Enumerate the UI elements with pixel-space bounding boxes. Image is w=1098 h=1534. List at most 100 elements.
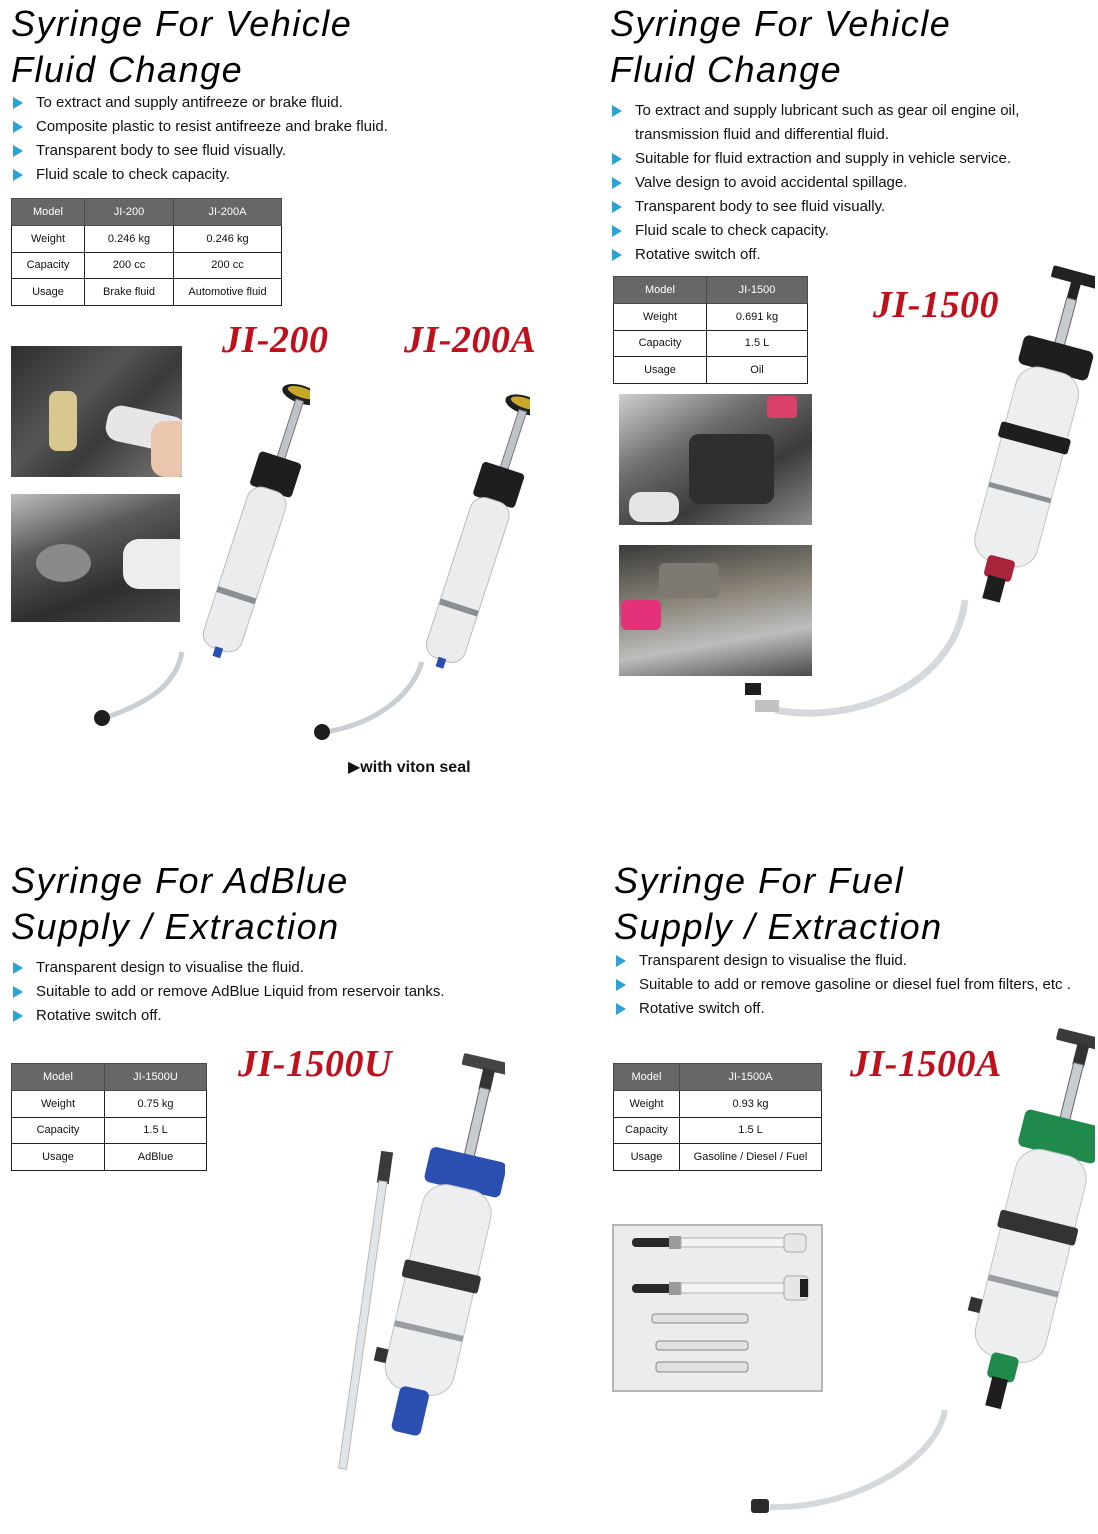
red-adapter-shape — [767, 396, 797, 418]
triangle-bullet-icon — [13, 97, 23, 109]
section-title: Syringe For Vehicle Fluid Change — [610, 1, 951, 93]
spec-table: Model JI-200 JI-200A Weight 0.246 kg 0.2… — [11, 198, 282, 306]
table-row: Capacity 1.5 L — [11, 1116, 207, 1144]
spec-table: Model JI-1500 Weight 0.691 kg Capacity 1… — [613, 276, 808, 384]
feature-item: Transparent design to visualise the flui… — [11, 956, 445, 980]
triangle-bullet-icon — [13, 169, 23, 181]
table-cell: Usage — [11, 1143, 105, 1171]
title-line-2: Supply / Extraction — [11, 906, 340, 947]
table-cell: Brake fluid — [84, 278, 174, 306]
feature-list: To extract and supply lubricant such as … — [610, 99, 1019, 267]
model-label: JI-200A — [404, 319, 537, 361]
feature-item: Suitable to add or remove gasoline or di… — [614, 973, 1071, 997]
fuel-adapter-set-image — [612, 1224, 823, 1392]
model-label: JI-1500U — [238, 1043, 392, 1085]
table-cell: Usage — [613, 356, 707, 384]
table-header: JI-1500 — [706, 276, 808, 304]
feature-item: Transparent body to see fluid visually. — [11, 139, 388, 163]
table-cell: 0.246 kg — [173, 225, 282, 253]
table-cell: Capacity — [613, 1116, 680, 1144]
table-cell: Oil — [706, 356, 808, 384]
title-line-2: Supply / Extraction — [614, 906, 943, 947]
table-header: JI-1500A — [679, 1063, 822, 1091]
table-cell: 0.246 kg — [84, 225, 174, 253]
triangle-bullet-icon — [612, 201, 622, 213]
table-cell: 200 cc — [84, 251, 174, 279]
table-cell: 1.5 L — [706, 329, 808, 357]
triangle-bullet-icon — [13, 121, 23, 133]
section-title: Syringe For Vehicle Fluid Change — [11, 1, 352, 93]
table-cell: Capacity — [613, 329, 707, 357]
table-row: Weight 0.246 kg 0.246 kg — [11, 225, 282, 253]
table-cell: 200 cc — [173, 251, 282, 279]
table-row: Weight 0.691 kg — [613, 303, 808, 331]
feature-item: Composite plastic to resist antifreeze a… — [11, 115, 388, 139]
engine-bay-photo — [619, 545, 812, 676]
spec-table: Model JI-1500U Weight 0.75 kg Capacity 1… — [11, 1063, 207, 1171]
triangle-bullet-icon — [13, 1010, 23, 1022]
title-line-1: Syringe For Vehicle — [610, 3, 952, 44]
brake-fluid-reservoir-photo — [11, 346, 182, 477]
table-row: Capacity 200 cc 200 cc — [11, 251, 282, 279]
pink-adapter-shape — [621, 600, 661, 630]
table-header-row: Model JI-1500U — [11, 1063, 207, 1091]
reservoir-shape — [49, 391, 77, 451]
engine-oil-fill-photo — [619, 394, 812, 525]
feature-item: Rotative switch off. — [614, 997, 1071, 1021]
table-row: Weight 0.93 kg — [613, 1090, 822, 1118]
triangle-bullet-icon — [616, 955, 626, 967]
syringe-shape — [123, 539, 180, 589]
triangle-bullet-icon — [616, 1003, 626, 1015]
table-row: Usage Oil — [613, 356, 808, 384]
title-line-2: Fluid Change — [610, 49, 843, 90]
title-line-1: Syringe For AdBlue — [11, 860, 349, 901]
coolant-reservoir-photo — [11, 494, 180, 622]
triangle-bullet-icon — [612, 153, 622, 165]
table-cell: 0.691 kg — [706, 303, 808, 331]
table-header: Model — [613, 1063, 680, 1091]
table-header-row: Model JI-200 JI-200A — [11, 198, 282, 226]
adapter-set-illustration — [632, 1233, 809, 1373]
title-line-1: Syringe For Vehicle — [11, 3, 353, 44]
table-cell: Usage — [613, 1143, 680, 1171]
title-line-1: Syringe For Fuel — [614, 860, 905, 901]
table-cell: Weight — [11, 225, 85, 253]
table-row: Usage AdBlue — [11, 1143, 207, 1171]
feature-item: Rotative switch off. — [610, 243, 1019, 267]
triangle-bullet-icon — [13, 962, 23, 974]
table-cell: Weight — [613, 303, 707, 331]
table-cell: Gasoline / Diesel / Fuel — [679, 1143, 822, 1171]
table-header: Model — [11, 198, 85, 226]
syringe-ji-1500u-illustration — [338, 1053, 505, 1470]
triangle-bullet-icon — [612, 177, 622, 189]
feature-item: Suitable for fluid extraction and supply… — [610, 147, 1019, 171]
box-shape — [659, 563, 719, 598]
feature-item: Transparent design to visualise the flui… — [614, 949, 1071, 973]
feature-item: Valve design to avoid accidental spillag… — [610, 171, 1019, 195]
triangle-bullet-icon — [612, 105, 622, 117]
feature-item: Suitable to add or remove AdBlue Liquid … — [11, 980, 445, 1004]
table-cell: 1.5 L — [104, 1116, 207, 1144]
reservoir-shape — [629, 492, 679, 522]
table-cell: Capacity — [11, 251, 85, 279]
syringe-ji-200-illustration — [94, 383, 310, 726]
table-cell: 0.93 kg — [679, 1090, 822, 1118]
syringe-ji-200a-illustration — [314, 394, 530, 740]
syringe-ji-1500-illustration — [745, 265, 1095, 717]
table-header: JI-200A — [173, 198, 282, 226]
feature-item: To extract and supply lubricant such as … — [610, 99, 1019, 147]
cap-shape — [36, 544, 91, 582]
feature-item: To extract and supply antifreeze or brak… — [11, 91, 388, 115]
table-cell: Automotive fluid — [173, 278, 282, 306]
model-label: JI-1500A — [850, 1043, 1002, 1085]
model-label: JI-1500 — [873, 284, 999, 326]
table-cell: Weight — [613, 1090, 680, 1118]
table-header-row: Model JI-1500 — [613, 276, 808, 304]
title-line-2: Fluid Change — [11, 49, 244, 90]
table-cell: Usage — [11, 278, 85, 306]
table-header-row: Model JI-1500A — [613, 1063, 822, 1091]
feature-list: To extract and supply antifreeze or brak… — [11, 91, 388, 187]
table-cell: 1.5 L — [679, 1116, 822, 1144]
section-title: Syringe For Fuel Supply / Extraction — [614, 858, 943, 950]
table-cell: AdBlue — [104, 1143, 207, 1171]
